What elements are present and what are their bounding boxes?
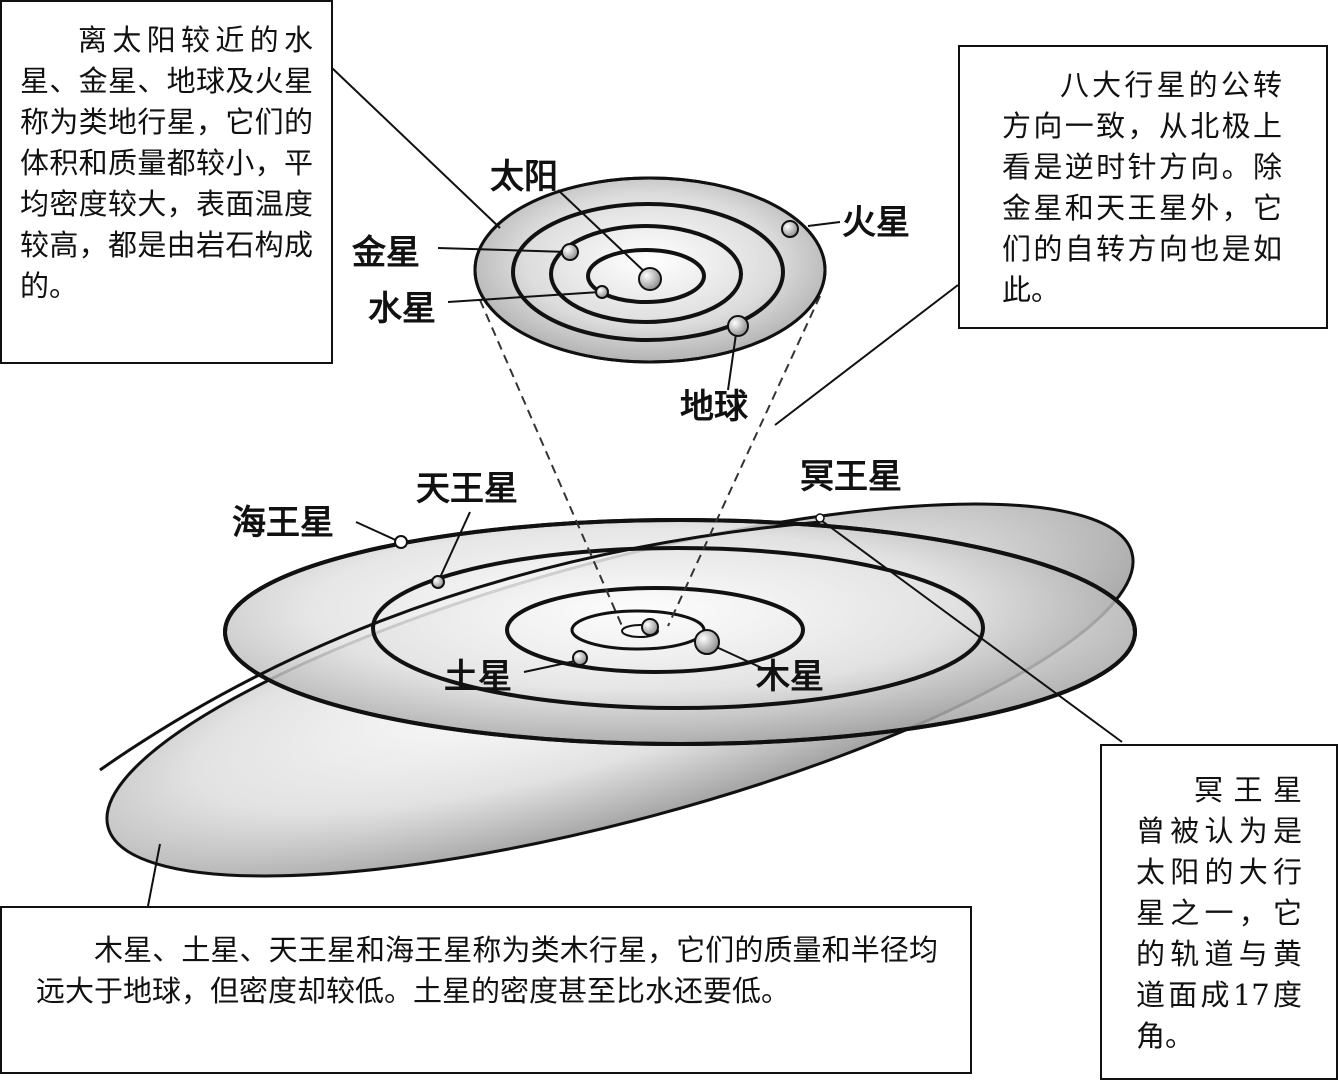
label-uranus: 天王星 bbox=[416, 469, 518, 509]
uranus-orbit bbox=[371, 546, 985, 710]
jovian-planets-text: 木星、土星、天王星和海王星称为类木行星，它们的质量和半径均远大于地球，但密度却较… bbox=[36, 933, 938, 1008]
venus-marker bbox=[561, 243, 579, 261]
label-neptune: 海王星 bbox=[232, 503, 334, 543]
projection-lines bbox=[479, 295, 821, 627]
label-mercury: 水星 bbox=[368, 289, 436, 329]
neptune-orbit bbox=[223, 518, 1137, 746]
label-jupiter: 木星 bbox=[755, 657, 824, 697]
uranus-marker bbox=[431, 575, 445, 589]
label-mars: 火星 bbox=[842, 203, 910, 243]
label-sun: 太阳 bbox=[490, 157, 558, 197]
pluto-marker bbox=[815, 513, 825, 523]
revolution-direction-text: 八大行星的公转方向一致，从北极上看是逆时针方向。除金星和天王星外，它们的自转方向… bbox=[1002, 68, 1282, 307]
earth-marker bbox=[727, 315, 749, 337]
pluto-note: 冥王星曾被认为是太阳的大行星之一，它的轨道与黄道面成17度角。 bbox=[1100, 744, 1338, 1080]
jupiter-marker bbox=[694, 629, 720, 655]
saturn-marker bbox=[572, 650, 588, 666]
pluto-note-text: 冥王星曾被认为是太阳的大行星之一，它的轨道与黄道面成17度角。 bbox=[1136, 773, 1302, 1053]
ecliptic-disk bbox=[223, 518, 1137, 746]
mars-orbit bbox=[473, 176, 827, 364]
revolution-direction-note: 八大行星的公转方向一致，从北极上看是逆时针方向。除金星和天王星外，它们的自转方向… bbox=[958, 45, 1328, 329]
earth-orbit bbox=[511, 202, 785, 342]
terrestrial-planets-text: 离太阳较近的水星、金星、地球及火星称为类地行星，它们的体积和质量都较小，平均密度… bbox=[20, 23, 313, 303]
mars-marker bbox=[781, 220, 799, 238]
mercury-marker bbox=[595, 285, 609, 299]
saturn-orbit bbox=[505, 586, 805, 674]
terrestrial-planets-note: 离太阳较近的水星、金星、地球及火星称为类地行星，它们的体积和质量都较小，平均密度… bbox=[0, 0, 333, 364]
label-pluto: 冥王星 bbox=[800, 457, 902, 497]
sun-marker bbox=[638, 267, 662, 291]
sun-center-marker bbox=[641, 618, 659, 636]
jovian-planets-note: 木星、土星、天王星和海王星称为类木行星，它们的质量和半径均远大于地球，但密度却较… bbox=[0, 906, 972, 1074]
label-venus: 金星 bbox=[351, 233, 420, 273]
venus-orbit bbox=[549, 224, 743, 324]
label-earth: 地球 bbox=[680, 387, 749, 427]
leader-lines bbox=[147, 67, 1123, 907]
pluto-orbit-front-arc bbox=[99, 520, 821, 772]
mercury-orbit bbox=[586, 248, 706, 304]
label-saturn: 土星 bbox=[444, 657, 512, 697]
neptune-marker bbox=[394, 535, 408, 549]
